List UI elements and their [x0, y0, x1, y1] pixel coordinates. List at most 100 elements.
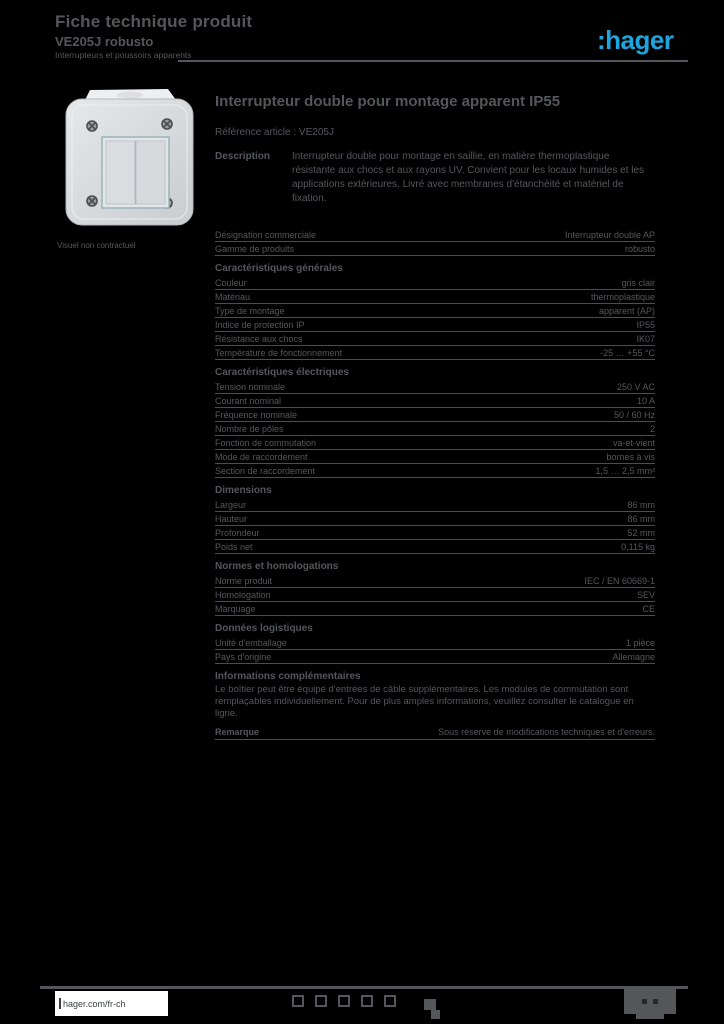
linkedin-icon[interactable]: [338, 995, 350, 1007]
spec-label: Mode de raccordement: [215, 452, 308, 462]
facebook-icon[interactable]: [292, 995, 304, 1007]
header-category: Interrupteurs et poussoirs apparents: [55, 50, 192, 60]
spec-row: Poids net 0,115 kg: [215, 540, 655, 554]
spec-value: IK07: [636, 334, 655, 344]
spec-row: Homologation SEV: [215, 588, 655, 602]
footer-rule: [40, 986, 688, 989]
spec-value: gris clair: [621, 278, 655, 288]
social-icons: [292, 995, 396, 1007]
spec-group-heading: Données logistiques: [215, 623, 313, 634]
spec-label: Fonction de commutation: [215, 438, 317, 448]
website-text: hager.com/fr-ch: [63, 998, 126, 1009]
spec-row: Mode de raccordement bornes à vis: [215, 450, 655, 464]
spec-value: 50 / 60 Hz: [613, 410, 655, 420]
badge-dot: [642, 998, 647, 1004]
image-caption: Visuel non contractuel: [57, 241, 136, 250]
spec-row: Matériau thermoplastique: [215, 290, 655, 304]
badge-dot: [653, 998, 658, 1004]
spec-value: Interrupteur double AP: [564, 230, 655, 240]
spec-row: Couleur gris clair: [215, 276, 655, 290]
header-reference: VE205J robusto: [55, 34, 154, 49]
spec-value: -25 … +55 °C: [600, 348, 655, 358]
note-label: Remarque: [215, 727, 260, 737]
spec-row: Type de montage apparent (AP): [215, 304, 655, 318]
footer-mark-icon: [424, 999, 436, 1010]
spec-row: Fréquence nominale 50 / 60 Hz: [215, 408, 655, 422]
spec-label: Indice de protection IP: [215, 320, 305, 330]
youtube-icon[interactable]: [361, 995, 373, 1007]
spec-row: Résistance aux chocs IK07: [215, 332, 655, 346]
spec-label: Matériau: [215, 292, 251, 302]
description-text: Interrupteur double pour montage en sail…: [292, 151, 645, 204]
spec-value: 0,115 kg: [621, 542, 655, 552]
info-text: Le boîtier peut être équipé d'entrées de…: [215, 684, 634, 719]
product-reference: Référence article : VE205J: [215, 127, 334, 138]
spec-label: Désignation commerciale: [215, 230, 317, 240]
spec-row: Indice de protection IP IP55: [215, 318, 655, 332]
spec-groups: Désignation commerciale Interrupteur doub…: [215, 228, 655, 740]
note-row: Remarque Sous réserve de modifications te…: [215, 724, 655, 740]
spec-value: bornes à vis: [606, 452, 655, 462]
page-number-badge-tab: [636, 1014, 664, 1019]
spec-value: IEC / EN 60669-1: [584, 576, 655, 586]
spec-label: Fréquence nominale: [215, 410, 298, 420]
description-label: Description: [215, 151, 271, 162]
spec-group-heading: Normes et homologations: [215, 561, 339, 572]
spec-value: CE: [642, 604, 655, 614]
spec-value: SEV: [636, 590, 655, 600]
spec-value: thermoplastique: [590, 292, 655, 302]
hager-flag-icon: [59, 998, 61, 1009]
spec-label: Largeur: [215, 500, 247, 510]
spec-value: 2: [649, 424, 655, 434]
spec-value: 52 mm: [627, 528, 655, 538]
spec-label: Tension nominale: [215, 382, 286, 392]
spec-label: Température de fonctionnement: [215, 348, 343, 358]
spec-value: IP55: [636, 320, 655, 330]
twitter-icon[interactable]: [315, 995, 327, 1007]
spec-row: Gamme de produits robusto: [215, 242, 655, 256]
header-title: Fiche technique produit: [55, 12, 253, 31]
website-link[interactable]: hager.com/fr-ch: [55, 991, 168, 1016]
spec-value: apparent (AP): [598, 306, 655, 316]
spec-label: Résistance aux chocs: [215, 334, 303, 344]
spec-row: Tension nominale 250 V AC: [215, 380, 655, 394]
note-text: Sous réserve de modifications techniques…: [438, 727, 655, 737]
instagram-icon[interactable]: [384, 995, 396, 1007]
spec-row: Désignation commerciale Interrupteur doub…: [215, 228, 655, 242]
spec-value: 86 mm: [627, 514, 655, 524]
spec-label: Nombre de pôles: [215, 424, 284, 434]
spec-label: Gamme de produits: [215, 244, 295, 254]
spec-value: robusto: [624, 244, 655, 254]
spec-value: 250 V AC: [616, 382, 655, 392]
spec-value: 1,5 … 2,5 mm²: [595, 466, 655, 476]
spec-label: Couleur: [215, 278, 247, 288]
spec-row: Marquage CE: [215, 602, 655, 616]
spec-label: Type de montage: [215, 306, 285, 316]
info-heading: Informations complémentaires: [215, 671, 361, 682]
spec-label: Marquage: [215, 604, 256, 614]
spec-value: 10 A: [636, 396, 655, 406]
product-title: Interrupteur double pour montage apparen…: [215, 93, 561, 110]
spec-group-heading: Dimensions: [215, 485, 272, 496]
hager-logo: :hager: [597, 25, 674, 55]
spec-label: Unité d'emballage: [215, 638, 287, 648]
spec-label: Pays d'origine: [215, 652, 272, 662]
surface-switch-illustration: [65, 89, 194, 226]
spec-row: Température de fonctionnement -25 … +55 °…: [215, 346, 655, 360]
spec-value: 86 mm: [627, 500, 655, 510]
spec-group-heading: Caractéristiques électriques: [215, 367, 349, 378]
spec-row: Nombre de pôles 2: [215, 422, 655, 436]
spec-label: Homologation: [215, 590, 271, 600]
spec-row: Unité d'emballage 1 pièce: [215, 636, 655, 650]
spec-label: Poids net: [215, 542, 253, 552]
spec-row: Largeur 86 mm: [215, 498, 655, 512]
spec-value: 1 pièce: [625, 638, 655, 648]
